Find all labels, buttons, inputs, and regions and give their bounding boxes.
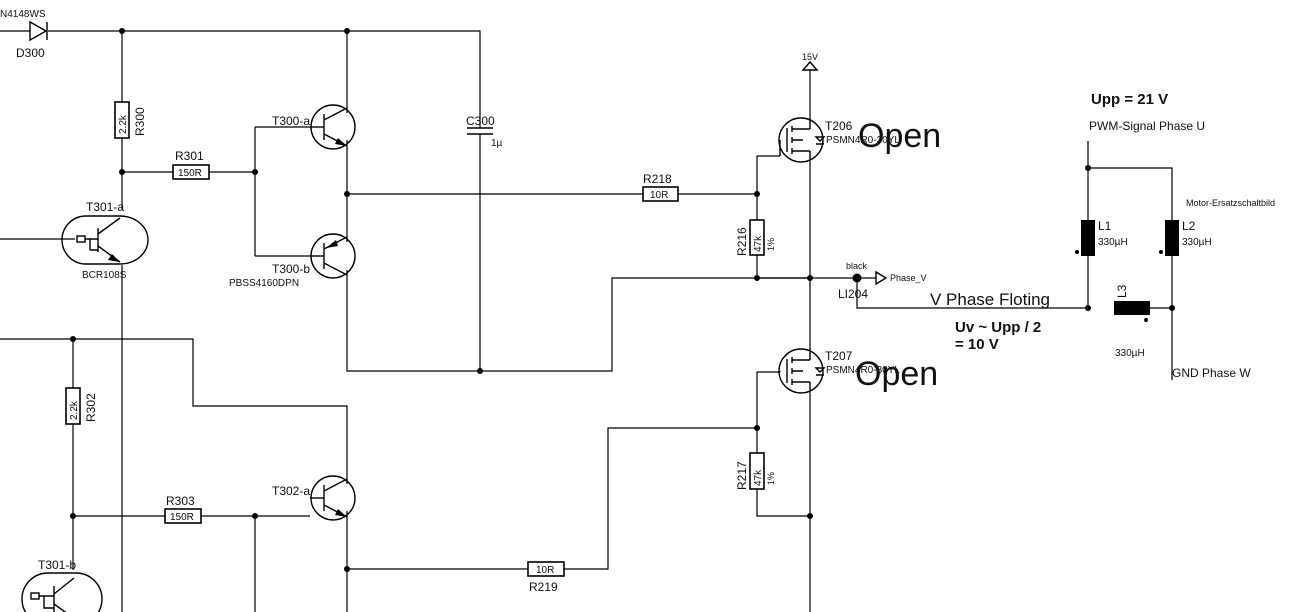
r216-ref: R216 (735, 227, 749, 256)
t206-ref: T206 (825, 119, 853, 133)
r303-ref: R303 (166, 494, 195, 508)
r216-tolerance: 1% (766, 238, 776, 251)
r217-value: 47k (753, 469, 764, 486)
t300b-part: PBSS4160DPN (229, 278, 299, 289)
resistor-r217: 47k 1% R217 (735, 452, 776, 490)
open-bottom-annotation: Open (855, 355, 938, 393)
t301a-part: BCR108S (82, 270, 127, 281)
l3-ref: L3 (1115, 284, 1129, 298)
pwm-label: PWM-Signal Phase U (1089, 119, 1205, 133)
supply-label: 15V (802, 52, 818, 62)
junction-dots (70, 28, 1175, 572)
motor-equivalent: Motor-Ersatzschaltbild PWM-Signal Phase … (1075, 119, 1275, 380)
net-name: Phase_V (890, 273, 927, 283)
r302-value: 2.2k (69, 400, 80, 420)
r217-tolerance: 1% (766, 472, 776, 485)
r217-ref: R217 (735, 461, 749, 490)
r303-value: 150R (170, 512, 194, 523)
l1-value: 330µH (1098, 237, 1128, 248)
transistor-t301b: T301-b (21, 558, 103, 612)
r219-value: 10R (536, 565, 554, 576)
resistor-r219: 10R R219 (527, 561, 565, 594)
t301b-ref: T301-b (38, 558, 76, 572)
t300b-ref: T300-b (272, 262, 310, 276)
uv-annotation-line2: = 10 V (955, 336, 999, 353)
l2-value: 330µH (1182, 237, 1212, 248)
r301-ref: R301 (175, 149, 204, 163)
uv-annotation-line1: Uv ~ Upp / 2 (955, 319, 1041, 336)
gnd-label: GND Phase W (1172, 366, 1251, 380)
t207-ref: T207 (825, 349, 853, 363)
t207-part: PSMN4R0-30YL (826, 365, 900, 376)
transistor-t302a: T302-a (272, 475, 356, 521)
transistor-t301a: T301-a BCR108S (61, 200, 149, 281)
c300-value: 1µ (491, 138, 503, 149)
transistor-t300b: T300-b PBSS4160DPN (229, 233, 356, 289)
open-top-annotation: Open (858, 117, 941, 155)
l3-value: 330µH (1115, 348, 1145, 359)
transistor-t300a: T300-a (272, 104, 356, 150)
r301-value: 150R (178, 168, 202, 179)
t300a-ref: T300-a (272, 114, 310, 128)
net-ref: LI204 (838, 287, 868, 301)
r218-value: 10R (650, 190, 668, 201)
upp-annotation: Upp = 21 V (1091, 91, 1168, 108)
resistor-r303: 150R R303 (164, 494, 202, 524)
motor-title: Motor-Ersatzschaltbild (1186, 198, 1275, 208)
annotations: Upp = 21 V Open Open V Phase Floting Uv … (855, 91, 1168, 393)
mosfet-t207: T207 PSMN4R0-30YL (778, 348, 900, 394)
mosfet-t206: T206 PSMN4R0-30YL (778, 117, 900, 163)
l1-ref: L1 (1098, 219, 1112, 233)
r300-value: 2.2k (118, 114, 129, 134)
diode-ref-label: D300 (16, 46, 45, 60)
resistor-r302: 2.2k R302 (65, 387, 98, 425)
resistor-r216: 47k 1% R216 (735, 219, 776, 256)
resistor-r300: 2.2k R300 (114, 101, 147, 139)
supply-15v: 15V (801, 52, 819, 71)
r219-ref: R219 (529, 580, 558, 594)
l2-ref: L2 (1182, 219, 1196, 233)
net-label-phase-v: black Phase_V LI204 (838, 261, 927, 301)
floating-annotation: V Phase Floting (930, 290, 1050, 309)
diode-d300: N4148WS D300 (0, 9, 48, 60)
t302a-ref: T302-a (272, 484, 310, 498)
diode-part-label: N4148WS (0, 9, 46, 20)
r216-value: 47k (753, 235, 764, 252)
resistor-r218: 10R R218 (642, 172, 679, 202)
capacitor-c300: C300 1µ (466, 114, 503, 149)
c300-ref: C300 (466, 114, 495, 128)
t301a-ref: T301-a (86, 200, 124, 214)
t206-part: PSMN4R0-30YL (826, 135, 900, 146)
net-color-label: black (846, 261, 868, 271)
r218-ref: R218 (643, 172, 672, 186)
r302-ref: R302 (84, 393, 98, 422)
resistor-r301: 150R R301 (172, 149, 210, 180)
r300-ref: R300 (133, 107, 147, 136)
